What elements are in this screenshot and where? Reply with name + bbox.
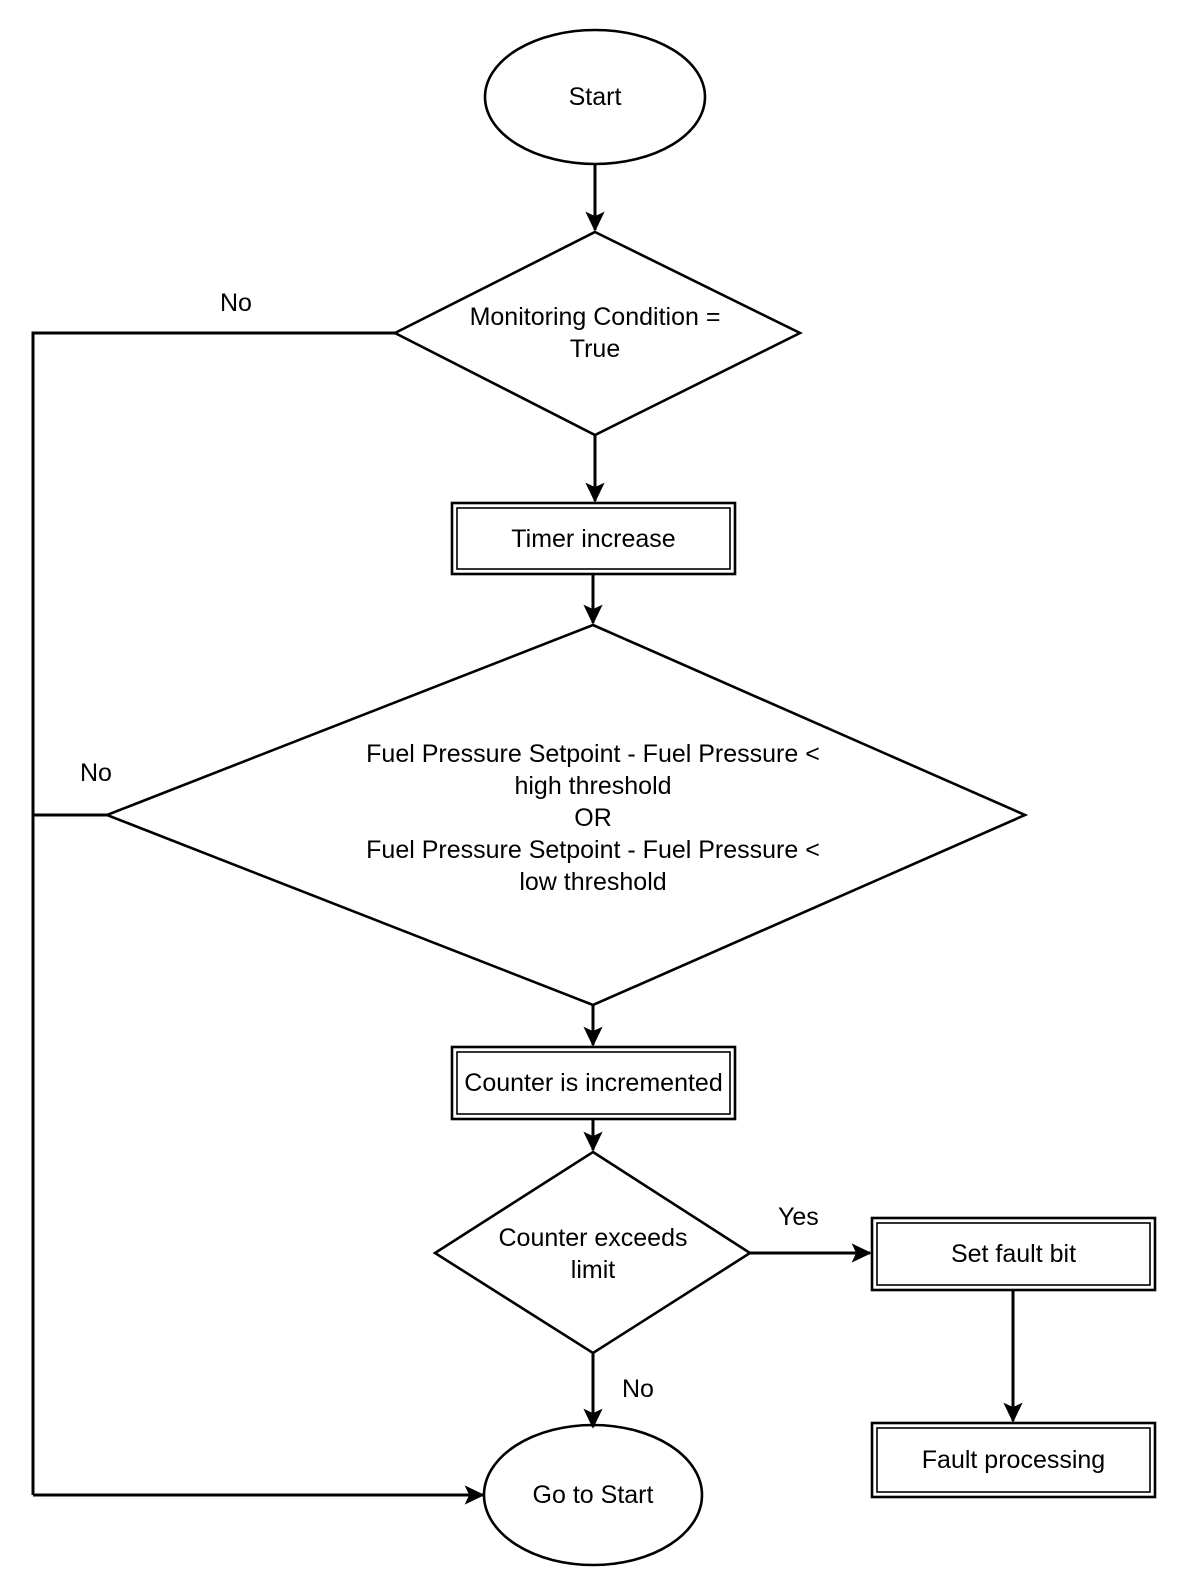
- edge-label-counter-exceeds-no: No: [622, 1375, 654, 1403]
- timer-increase-node[interactable]: [452, 503, 735, 574]
- start-node[interactable]: [485, 30, 705, 164]
- fault-processing-node[interactable]: [872, 1423, 1155, 1497]
- timer-increase-node-inner-border: [456, 507, 731, 570]
- pressure-check-node[interactable]: [107, 625, 1025, 1005]
- fault-processing-node-shape: [870, 1421, 1157, 1499]
- timer-increase-node-shape: [450, 501, 737, 576]
- counter-increment-node-shape: [450, 1045, 737, 1121]
- go-to-start-node[interactable]: [484, 1425, 702, 1565]
- edge-label-pressure-check-no: No: [80, 759, 112, 787]
- counter-exceeds-node[interactable]: [435, 1152, 750, 1353]
- set-fault-bit-node[interactable]: [872, 1218, 1155, 1290]
- counter-increment-node-inner-border: [456, 1051, 731, 1115]
- fault-processing-node-inner-border: [876, 1427, 1151, 1493]
- edge-label-counter-exceeds-yes: Yes: [778, 1203, 819, 1231]
- counter-increment-node[interactable]: [452, 1047, 735, 1119]
- edge-monitoring-no-feedback: [31, 331, 395, 1495]
- edge-label-monitoring-no: No: [220, 289, 252, 317]
- monitoring-condition-node[interactable]: [395, 232, 800, 435]
- set-fault-bit-node-inner-border: [876, 1222, 1151, 1286]
